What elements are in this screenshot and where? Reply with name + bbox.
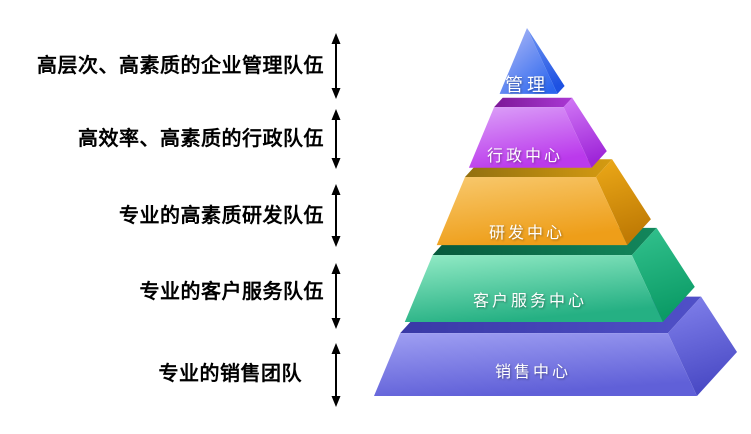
double-arrow-icon: [331, 343, 341, 407]
left-label-sales: 专业的销售团队: [158, 363, 302, 385]
pyramid-label-service: 客户服务中心: [473, 292, 587, 310]
left-label-service: 专业的客户服务队伍: [139, 281, 324, 303]
double-arrow-icon: [331, 109, 341, 169]
pyramid-level-admin: 行政中心: [468, 97, 607, 168]
level-top-face: [494, 97, 573, 108]
pyramid-label-rnd: 研发中心: [489, 224, 565, 242]
double-arrow-icon: [331, 263, 341, 329]
pyramid-level-management: 管理: [499, 28, 565, 95]
left-label-rnd: 专业的高素质研发队伍: [119, 205, 324, 227]
left-label-management: 高层次、高素质的企业管理队伍: [37, 55, 324, 77]
pyramid-label-management: 管理: [505, 75, 549, 95]
level-front-face: [436, 177, 628, 246]
level-front-face: [468, 107, 592, 168]
pyramid-label-admin: 行政中心: [487, 147, 563, 165]
pyramid-label-sales: 销售中心: [495, 363, 571, 381]
level-side-face: [527, 28, 565, 94]
level-front-face: [404, 255, 663, 322]
level-front-face: [374, 333, 697, 396]
pyramid-level-rnd: 研发中心: [436, 159, 651, 246]
double-arrow-icon: [331, 33, 341, 99]
double-arrow-icon: [331, 184, 341, 247]
level-side-face: [667, 296, 737, 396]
left-label-admin: 高效率、高素质的行政队伍: [78, 128, 324, 150]
level-side-face: [595, 159, 651, 246]
level-side-face: [631, 227, 695, 322]
level-side-face: [563, 97, 607, 168]
level-front-face: [499, 28, 558, 94]
